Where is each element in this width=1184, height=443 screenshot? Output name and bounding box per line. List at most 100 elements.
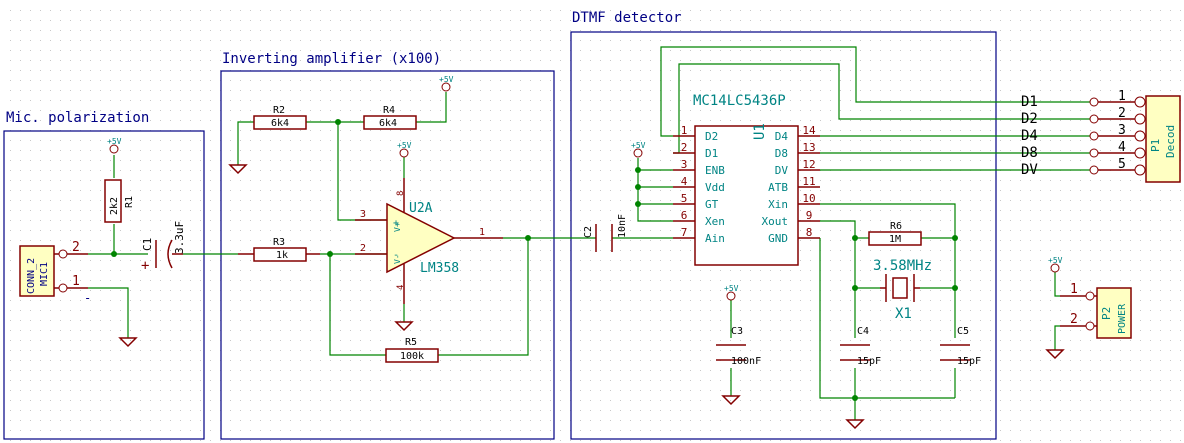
ground-icon <box>228 164 248 175</box>
c3-ref: C3 <box>731 326 743 337</box>
r2-ref: R2 <box>273 105 285 116</box>
u1-pin-name: Vdd <box>705 181 725 194</box>
junction-dots <box>111 119 958 401</box>
u1-pin-number: 13 <box>802 141 815 154</box>
resistor-r1[interactable]: 2k2 R1 <box>104 179 135 223</box>
u1-pin-number: 11 <box>802 175 815 188</box>
p1-pin-number: 3 <box>1118 123 1126 138</box>
r1-value: 2k2 <box>109 197 120 215</box>
p1-value: Decod <box>1164 125 1177 158</box>
u1-pin-name: Ain <box>705 232 725 245</box>
mic1-pin1: 1 <box>72 274 80 289</box>
mic1-connector[interactable]: CONN_2 MIC1 2 1 - <box>19 240 91 305</box>
mic1-pin2: 2 <box>72 240 80 255</box>
capacitor-c4[interactable]: C4 15pF <box>840 326 881 367</box>
u2-pin2: 2 <box>360 243 366 254</box>
u1-pin-name: GT <box>705 198 719 211</box>
u1-pin-number: 5 <box>681 192 688 205</box>
u2-pin3: 3 <box>360 209 366 220</box>
u1-pin-number: 7 <box>681 226 688 239</box>
c5-ref: C5 <box>957 326 969 337</box>
c4-value: 15pF <box>857 356 881 367</box>
power-5v-u1: +5V <box>631 141 646 158</box>
u2-value: LM358 <box>420 261 459 276</box>
u2-pin8: 8 <box>396 191 406 196</box>
r1-ref: R1 <box>124 196 135 208</box>
dtmf-section-frame <box>570 31 997 440</box>
p1-pin-number: 2 <box>1118 106 1126 121</box>
ground-icon <box>394 321 414 332</box>
crystal-x1[interactable]: 3.58MHz X1 <box>873 258 932 322</box>
mic1-ref: MIC1 <box>39 262 50 286</box>
r4-ref: R4 <box>383 105 395 116</box>
resistor-r4[interactable]: R4 6k4 <box>363 105 417 130</box>
u1-ref: U1 <box>752 123 768 140</box>
mic-section-title: Mic. polarization <box>6 110 149 126</box>
c2-ref: C2 <box>583 226 594 238</box>
r5-ref: R5 <box>405 337 417 348</box>
power-5v-u2: +5V <box>397 141 412 158</box>
capacitor-c1[interactable]: + C1 3.3uF <box>141 221 186 274</box>
u2-ref: U2A <box>409 201 433 216</box>
u1-pin-name: Xen <box>705 215 725 228</box>
net-label-d1: D1 <box>1021 94 1038 110</box>
connector-p2[interactable]: 1 2 P2 POWER <box>1060 282 1132 339</box>
net-label-d2: D2 <box>1021 111 1038 127</box>
u1-pin-name: GND <box>768 232 788 245</box>
r3-value: 1k <box>276 250 288 261</box>
u2-pin1: 1 <box>479 227 485 238</box>
ground-icon <box>118 337 138 348</box>
c1-ref: C1 <box>141 238 154 251</box>
net-label-d4: D4 <box>1021 128 1038 144</box>
net-label-d8: D8 <box>1021 145 1038 161</box>
u1-pin-name: DV <box>775 164 789 177</box>
capacitor-c3[interactable]: C3 100nF <box>716 326 761 367</box>
r6-value: 1M <box>889 234 901 245</box>
u1-pin-number: 14 <box>802 124 816 137</box>
ground-icon <box>1045 349 1065 360</box>
p2-value: POWER <box>1117 303 1128 334</box>
resistor-r5[interactable]: R5 100k <box>385 337 439 363</box>
r6-ref: R6 <box>890 221 902 232</box>
resistor-r2[interactable]: R2 6k4 <box>253 105 307 130</box>
u1-pin-name: D1 <box>705 147 718 160</box>
p2-ref: P2 <box>1100 307 1113 320</box>
u1-pin-name: D4 <box>775 130 789 143</box>
u1-pin-number: 9 <box>806 209 813 222</box>
resistor-r6[interactable]: R6 1M <box>868 221 922 246</box>
r4-value: 6k4 <box>379 118 397 129</box>
power-5v-p2: +5V <box>1048 256 1063 273</box>
capacitor-c5[interactable]: C5 15pF <box>940 326 981 367</box>
u1-pin-number: 8 <box>806 226 813 239</box>
p1-pin-circle <box>1134 147 1146 159</box>
opamp-u2a[interactable]: + - V+ V- 3 2 1 8 4 U2A LM358 <box>355 178 503 304</box>
p1-pin-end <box>1089 131 1099 141</box>
u1-pin-name: D8 <box>775 147 788 160</box>
p2-pin1: 1 <box>1070 282 1078 297</box>
c1-plus: + <box>141 258 149 274</box>
p1-ref: P1 <box>1149 139 1162 152</box>
u1-pin-number: 4 <box>681 175 688 188</box>
net-labels: D1 D2 D4 D8 DV <box>1021 94 1038 178</box>
x1-ref: X1 <box>895 306 912 322</box>
p1-pin-end <box>1089 114 1099 124</box>
u1-pin-number: 10 <box>802 192 815 205</box>
u1-pin-number: 1 <box>681 124 688 137</box>
u1-pin-name: D2 <box>705 130 718 143</box>
net-label-dv: DV <box>1021 162 1038 178</box>
amp-section-title: Inverting amplifier (x100) <box>222 51 441 67</box>
grid-dots <box>10 10 1181 441</box>
ground-icon <box>845 419 865 430</box>
power-5v-c3: +5V <box>724 284 739 301</box>
capacitor-c2[interactable]: C2 10nF <box>583 214 628 252</box>
resistor-r3[interactable]: R3 1k <box>238 237 320 262</box>
c2-value: 10nF <box>617 214 628 238</box>
r2-value: 6k4 <box>271 118 289 129</box>
u1-pin-number: 6 <box>681 209 688 222</box>
dtmf-section-title: DTMF detector <box>572 10 682 26</box>
c3-value: 100nF <box>731 356 761 367</box>
